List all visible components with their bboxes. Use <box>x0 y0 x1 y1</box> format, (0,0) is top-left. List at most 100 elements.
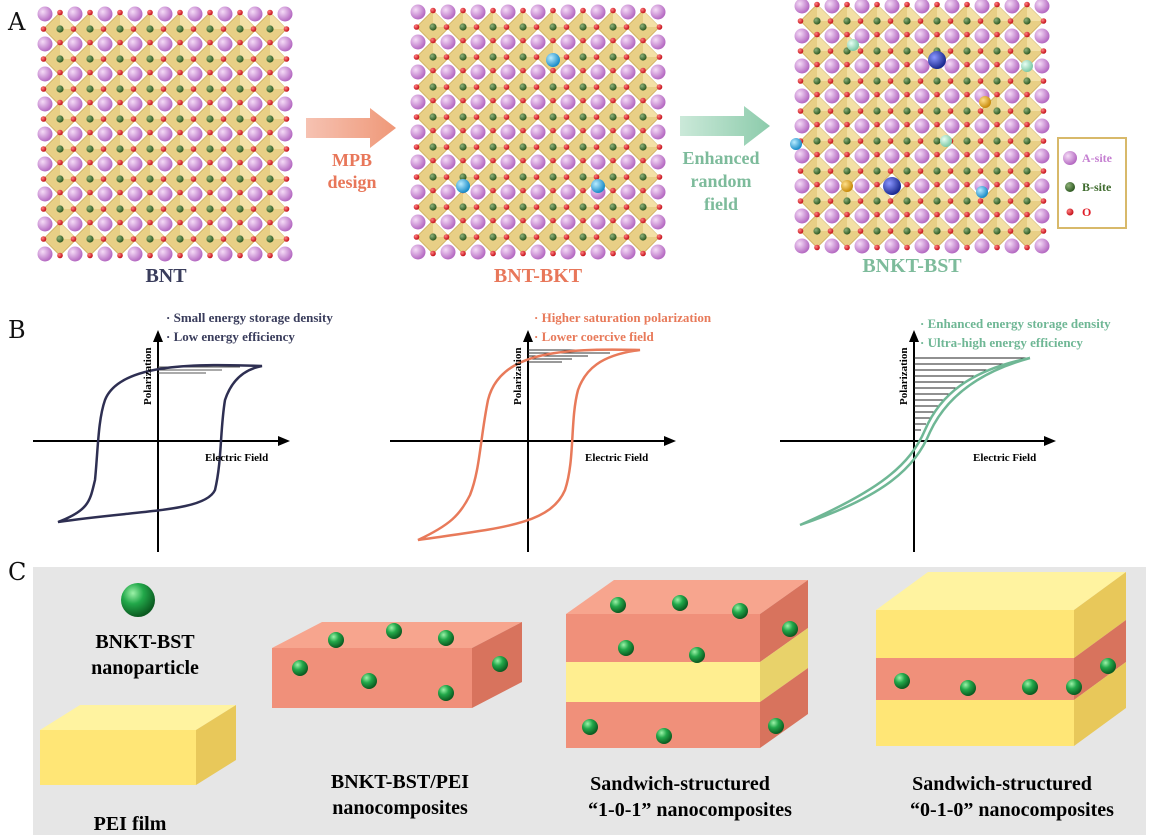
a-site-atom <box>590 124 606 140</box>
b-site-atom <box>459 203 467 211</box>
oxygen-atom <box>640 97 646 104</box>
sandwich-010-block <box>876 572 1126 746</box>
oxygen-atom <box>430 127 436 134</box>
a-site-atom <box>650 124 666 140</box>
note-1a: · Small energy storage density <box>166 310 333 325</box>
octahedron-face <box>210 12 227 29</box>
oxygen-atom <box>994 91 1000 98</box>
b-site-atom <box>86 85 94 93</box>
a-site-atom <box>500 94 516 110</box>
b-site-atom <box>903 197 911 205</box>
oxygen-atom <box>994 151 1000 158</box>
nanoparticle-sphere <box>1100 658 1116 674</box>
b-site-atom <box>639 143 647 151</box>
oxygen-atom <box>563 114 570 120</box>
octahedron-face <box>90 102 107 119</box>
oxygen-atom <box>473 174 480 180</box>
b-site-atom <box>86 55 94 63</box>
oxygen-atom <box>857 18 864 24</box>
oxygen-atom <box>827 138 834 144</box>
oxygen-atom <box>100 116 107 122</box>
nanoparticle-sphere <box>1022 679 1038 695</box>
a-site-atom <box>974 238 990 254</box>
a-site-atom <box>560 124 576 140</box>
b-site-atom <box>873 227 881 235</box>
octahedron-face <box>877 154 894 171</box>
a-site-atom <box>944 58 960 74</box>
oxygen-atom <box>70 236 77 242</box>
b-site-atom <box>609 143 617 151</box>
a-site-atom <box>97 6 113 22</box>
a-site-atom <box>794 0 810 14</box>
oxygen-atom <box>563 24 570 30</box>
dopant-atom <box>883 177 901 195</box>
oxygen-atom <box>490 67 496 74</box>
octahedron-face <box>1027 124 1044 141</box>
a-site-atom <box>914 148 930 164</box>
octahedron-face <box>90 132 107 149</box>
oxygen-atom <box>40 146 47 152</box>
octahedron-face <box>1027 184 1044 201</box>
a-site-atom <box>620 154 636 170</box>
oxygen-atom <box>237 39 243 46</box>
oxygen-atom <box>160 116 167 122</box>
oxygen-atom <box>87 219 93 226</box>
oxygen-atom <box>473 24 480 30</box>
b-site-atom <box>236 85 244 93</box>
b-site-atom <box>56 205 64 213</box>
nanoparticle-sphere <box>782 621 798 637</box>
nanoparticle-sphere <box>438 630 454 646</box>
oxygen-atom <box>917 198 924 204</box>
a-site-atom <box>620 184 636 200</box>
oxygen-atom <box>237 99 243 106</box>
oxygen-atom <box>1024 181 1030 188</box>
a-site-atom <box>794 178 810 194</box>
b-site-atom <box>489 113 497 121</box>
oxygen-atom <box>1024 1 1030 8</box>
oxygen-atom <box>874 244 880 251</box>
oxygen-atom <box>267 252 273 259</box>
a-site-atom <box>854 238 870 254</box>
octahedron-face <box>613 70 630 87</box>
note-1b: · Low energy efficiency <box>166 329 295 344</box>
oxygen-atom <box>520 97 526 104</box>
b-site-atom <box>236 25 244 33</box>
octahedron-face <box>463 190 480 207</box>
oxygen-atom <box>874 1 880 8</box>
a-site-atom <box>560 244 576 260</box>
b-site-atom <box>609 83 617 91</box>
octahedron-face <box>240 162 257 179</box>
a-site-atom <box>794 58 810 74</box>
b-site-atom <box>549 113 557 121</box>
octahedron-face <box>997 214 1014 231</box>
oxygen-atom <box>1040 198 1047 204</box>
oxygen-atom <box>656 174 663 180</box>
a-site-atom <box>1004 28 1020 44</box>
oxygen-atom <box>934 31 940 38</box>
octahedron-face <box>463 130 480 147</box>
oxygen-atom <box>250 86 257 92</box>
b-site-atom <box>206 55 214 63</box>
nanoparticle-label-2: nanoparticle <box>91 657 199 679</box>
oxygen-atom <box>550 157 556 164</box>
a-site-atom <box>590 244 606 260</box>
oxygen-atom <box>160 56 167 62</box>
b-site-atom <box>1023 17 1031 25</box>
b-site-atom <box>459 173 467 181</box>
oxygen-atom <box>593 234 600 240</box>
oxygen-atom <box>283 116 290 122</box>
octahedron-face <box>907 124 924 141</box>
oxygen-atom <box>57 189 63 196</box>
a-site-atom <box>410 214 426 230</box>
y-arrowhead-3 <box>909 330 919 342</box>
b-site-atom <box>549 203 557 211</box>
b-site-atom <box>56 85 64 93</box>
octahedron-face <box>583 100 600 117</box>
octahedron-face <box>907 34 924 51</box>
oxygen-atom <box>443 204 450 210</box>
a-site-atom <box>590 34 606 50</box>
a-site-atom <box>530 154 546 170</box>
b-site-atom <box>56 55 64 63</box>
octahedron-face <box>877 4 894 21</box>
octahedron-face <box>90 12 107 29</box>
